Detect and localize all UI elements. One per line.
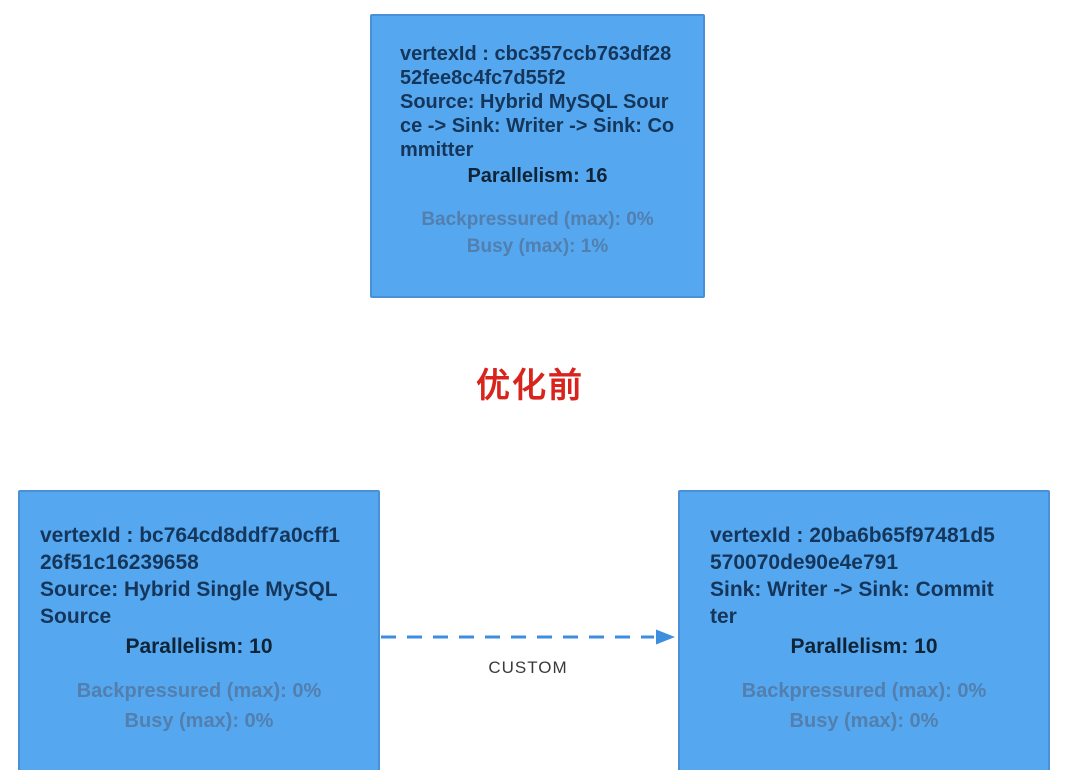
edge-ship-strategy-label: CUSTOM	[488, 658, 568, 677]
busy-label: Busy (max): 0%	[124, 710, 274, 732]
vertex-id-label: vertexId : cbc357ccb763df2852fee8c4fc7d5…	[400, 43, 672, 89]
parallelism-label: Parallelism: 16	[467, 165, 608, 187]
vertex-text-block: vertexId : cbc357ccb763df2852fee8c4fc7d5…	[372, 42, 703, 162]
edge-dashed-arrow-icon	[381, 629, 675, 645]
vertex-id-label: vertexId : bc764cd8ddf7a0cff126f51c16239…	[40, 524, 340, 574]
vertex-name-label: Source: Hybrid MySQL Source -> Sink: Wri…	[400, 91, 675, 161]
vertex-stats-block: Backpressured (max): 0% Busy (max): 0%	[680, 676, 1048, 736]
vertex-stats-block: Backpressured (max): 0% Busy (max): 1%	[372, 206, 703, 260]
busy-label: Busy (max): 0%	[789, 710, 939, 732]
backpressured-label: Backpressured (max): 0%	[421, 209, 654, 230]
backpressured-label: Backpressured (max): 0%	[76, 680, 322, 702]
busy-label: Busy (max): 1%	[466, 236, 609, 257]
backpressured-label: Backpressured (max): 0%	[741, 680, 987, 702]
parallelism-label: Parallelism: 10	[790, 635, 938, 658]
vertex-text-block: vertexId : 20ba6b65f97481d5570070de90e4e…	[680, 522, 1048, 630]
section-title: 优化前	[476, 367, 584, 405]
vertex-text-block: vertexId : bc764cd8ddf7a0cff126f51c16239…	[20, 522, 378, 630]
vertex-name-label: Source: Hybrid Single MySQL Source	[40, 578, 338, 628]
vertex-node-source[interactable]: vertexId : bc764cd8ddf7a0cff126f51c16239…	[18, 490, 380, 770]
vertex-node-combined-source-sink[interactable]: vertexId : cbc357ccb763df2852fee8c4fc7d5…	[370, 14, 705, 298]
vertex-node-sink[interactable]: vertexId : 20ba6b65f97481d5570070de90e4e…	[678, 490, 1050, 770]
parallelism-label: Parallelism: 10	[125, 635, 273, 658]
vertex-id-label: vertexId : 20ba6b65f97481d5570070de90e4e…	[710, 524, 995, 574]
vertex-name-label: Sink: Writer -> Sink: Committer	[710, 578, 994, 628]
vertex-stats-block: Backpressured (max): 0% Busy (max): 0%	[20, 676, 378, 736]
